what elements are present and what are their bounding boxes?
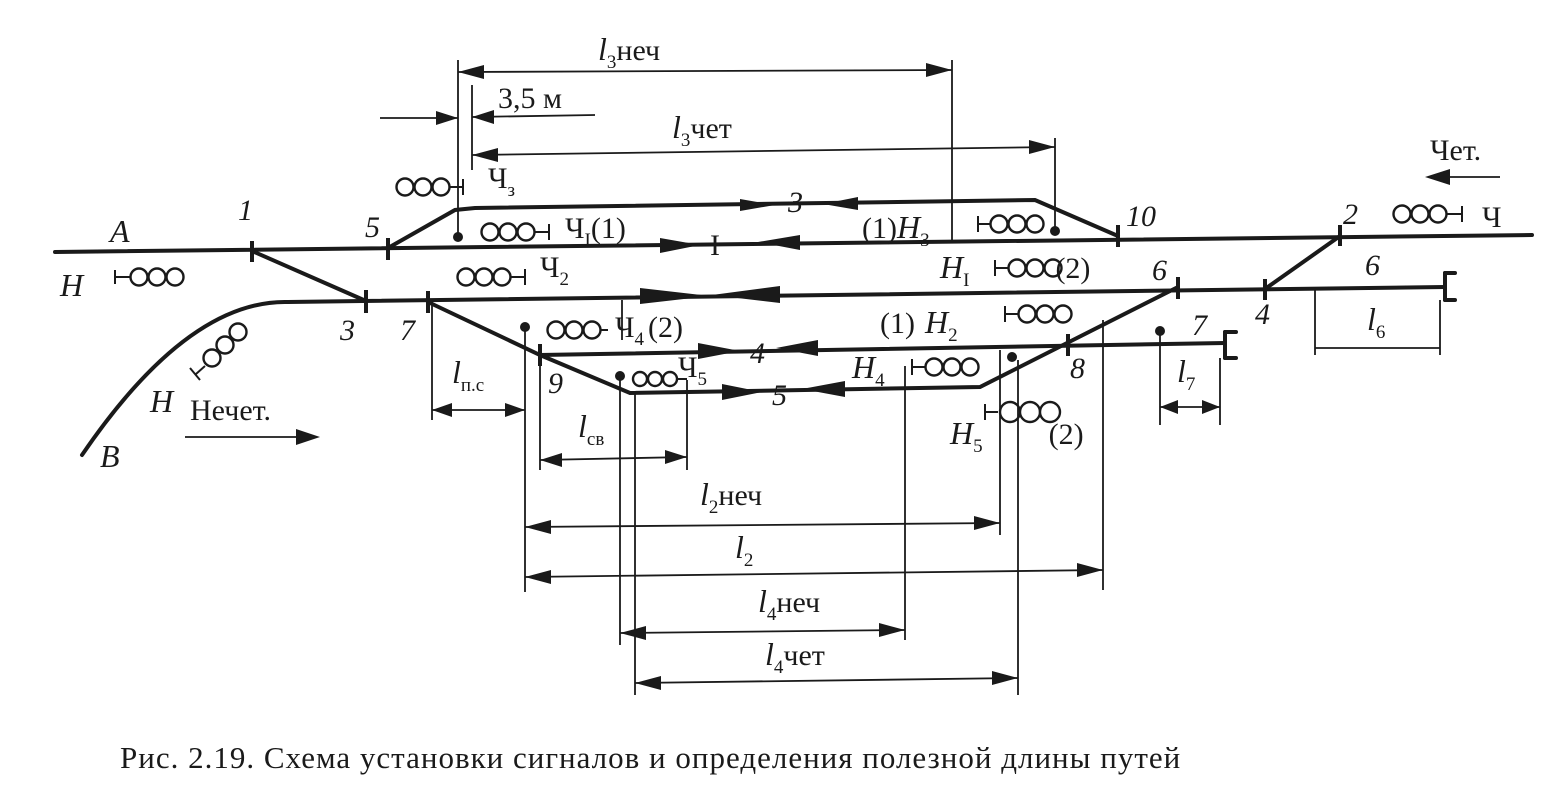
signal-h-entry-a-label: H [59, 267, 85, 303]
crossover-1-3 [250, 249, 368, 303]
track-3 [386, 197, 1120, 250]
direction-odd-label: Нечет. [190, 394, 271, 427]
switch-labels: 1 5 3 7 10 2 6 4 9 8 [238, 194, 1358, 400]
track-I-label: I [710, 229, 720, 262]
signal-ch3 [395, 177, 464, 197]
dim-l2-label: l2 [735, 529, 753, 571]
arrow-3-left [823, 197, 858, 210]
station-a-label: A [108, 213, 130, 249]
signal-ch5 [631, 370, 687, 388]
track-direction-arrows [640, 197, 858, 400]
dimension-lines [380, 63, 1440, 690]
track-5-lead [426, 285, 1180, 396]
track-3-label: 3 [787, 186, 803, 219]
signal-h2 [1004, 304, 1073, 324]
arrow-I-left [758, 235, 800, 250]
dimension-labels: 3,5 м l3неч l3чет lп.с lсв l2неч l2 l4не… [452, 31, 1385, 678]
arrow-5-right [722, 384, 762, 400]
dimension-extensions [431, 60, 1441, 695]
station-b-label: B [100, 438, 120, 474]
dim-l-ps-label: lп.с [452, 354, 484, 396]
dim-l4-even-label: l4чет [765, 636, 825, 678]
signal-ch5-label: Ч5 [678, 351, 707, 390]
signal-h4 [911, 357, 980, 377]
switch-1-label: 1 [238, 194, 253, 227]
switch-7-label: 7 [400, 314, 417, 347]
arrow-2-right [640, 288, 710, 304]
dim-l7-label: l7 [1177, 353, 1195, 395]
track-labels: I 3 4 5 6 7 [710, 186, 1380, 412]
direction-even: Чет. [1425, 134, 1500, 185]
signal-h5 [984, 400, 1062, 424]
track-6-label: 6 [1365, 249, 1380, 282]
dim-l6-label: l6 [1367, 301, 1385, 343]
figure-caption: Рис. 2.19. Схема установки сигналов и оп… [120, 740, 1181, 775]
signal-h-entry-b-label: H [149, 383, 175, 419]
signal-h5-label: H5(2) [949, 415, 1084, 457]
direction-odd: Нечет. [185, 394, 320, 445]
station-labels: A B [100, 213, 130, 474]
signal-h2-label: (1)H2 [880, 304, 958, 346]
joint-dots [453, 226, 1165, 381]
switch-9-label: 9 [548, 367, 563, 400]
arrow-2-left [712, 286, 780, 303]
switch-3-label: 3 [339, 314, 355, 347]
track-4-label: 4 [750, 337, 765, 370]
signal-h-entry-b [189, 322, 248, 381]
dim-l3-odd-label: l3неч [598, 31, 660, 73]
signals [114, 177, 1463, 424]
arrow-left-icon [1425, 169, 1450, 185]
arrow-4-left [776, 340, 818, 356]
line-b-curve [80, 299, 290, 457]
track-7-label: 7 [1192, 309, 1209, 342]
dim-gap-label: 3,5 м [498, 82, 562, 115]
signal-ch3-label: Чз [488, 162, 515, 201]
signal-h1 [994, 258, 1063, 278]
arrow-I-right [660, 238, 700, 253]
switch-2-label: 2 [1343, 198, 1358, 231]
signal-h1-label: HI(2) [939, 249, 1090, 291]
signal-ch-entry-label: Ч [1482, 201, 1502, 234]
signal-ch4 [546, 320, 608, 340]
track-4 [538, 341, 1227, 357]
dim-l3-even-label: l3чет [672, 109, 732, 151]
dim-l4-odd-label: l4неч [758, 583, 820, 625]
signal-h3-label: (1)H3 [862, 209, 930, 251]
dim-l2-odd-label: l2неч [700, 476, 762, 518]
signal-h4-label: H4 [851, 349, 885, 391]
signal-ch1 [480, 222, 550, 242]
signal-h3 [977, 214, 1045, 234]
arrow-4-right [698, 343, 740, 359]
switch-4-label: 4 [1255, 298, 1270, 331]
arrow-5-left [802, 381, 845, 397]
track-2 [286, 285, 1447, 304]
signal-ch2 [456, 267, 526, 287]
signal-h-entry-a [114, 267, 185, 287]
dim-l-sv-label: lсв [578, 408, 604, 450]
switch-5-label: 5 [365, 211, 380, 244]
direction-even-label: Чет. [1430, 134, 1481, 167]
signal-ch-entry [1392, 204, 1463, 224]
signal-labels: H H Ч Чз ЧI(1) Ч2 Ч4(2) Ч5 (1)H3 HI(2) (… [59, 162, 1502, 457]
switch-8-label: 8 [1070, 352, 1085, 385]
crossover-4-2 [1263, 234, 1342, 291]
signal-ch2-label: Ч2 [540, 251, 569, 290]
track-5-label: 5 [772, 379, 787, 412]
switch-10-label: 10 [1126, 200, 1156, 233]
signal-ch1-label: ЧI(1) [565, 212, 626, 251]
signal-ch4-label: Ч4(2) [615, 311, 683, 350]
arrow-3-right [740, 199, 775, 211]
switch-6-label: 6 [1152, 254, 1167, 287]
arrow-right-icon [296, 429, 320, 445]
